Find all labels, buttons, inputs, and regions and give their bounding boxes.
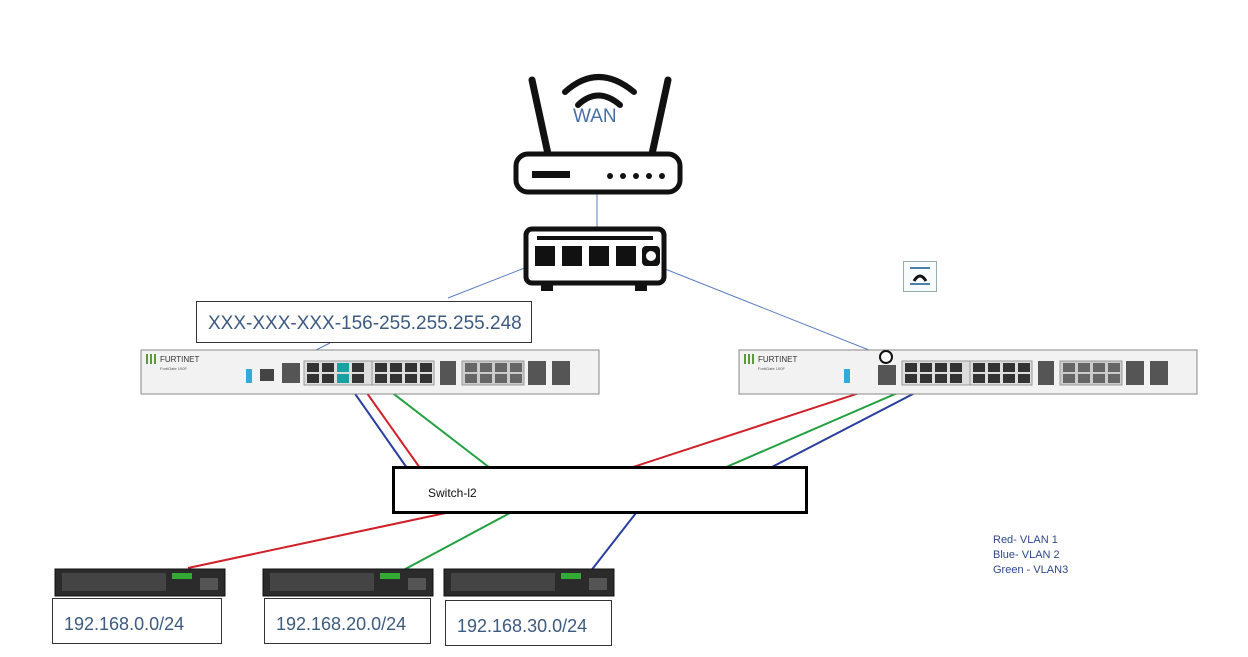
public-ip-label: XXX-XXX-XXX-156-255.255.255.248 bbox=[208, 313, 522, 334]
fortigate-firewall-icon: FURTINET FortiGate 100F bbox=[738, 349, 1198, 395]
access-switch-icon bbox=[54, 568, 226, 597]
subnet-label: 192.168.30.0/24 bbox=[457, 616, 588, 636]
model-label-right: FortiGate 100F bbox=[758, 366, 785, 371]
subnet-label: 192.168.20.0/24 bbox=[276, 614, 407, 634]
brand-label-right: FURTINET bbox=[758, 355, 798, 364]
vlan3-access bbox=[395, 512, 511, 575]
core-switch-box: Switch-l2 bbox=[392, 466, 808, 514]
wan-label: WAN bbox=[573, 106, 617, 127]
uplink-switch-to-right-firewall bbox=[654, 264, 885, 357]
port-block-1 bbox=[303, 360, 375, 386]
subnet-box-1: 192.168.0.0/24 bbox=[52, 598, 222, 644]
subnet-box-3: 192.168.30.0/24 bbox=[445, 600, 612, 646]
sfp-block bbox=[1059, 360, 1123, 386]
vlan-legend: Red- VLAN 1 Blue- VLAN 2 Green - VLAN3 bbox=[993, 533, 1068, 578]
sfp-block bbox=[461, 360, 525, 386]
brand-label-left: FURTINET bbox=[160, 355, 200, 364]
port-block-2 bbox=[371, 360, 435, 386]
core-switch-label: Switch-l2 bbox=[428, 486, 477, 500]
unmanaged-switch-icon bbox=[523, 226, 667, 291]
access-switch-icon bbox=[443, 568, 615, 597]
vlan2-right bbox=[769, 379, 941, 469]
router-icon bbox=[513, 74, 683, 195]
vlan2-access bbox=[589, 512, 637, 573]
access-switch-icon bbox=[262, 568, 434, 597]
wifi-icon bbox=[903, 261, 937, 292]
fortigate-firewall-icon: FURTINET FortiGate 100F bbox=[140, 349, 600, 395]
subnet-box-2: 192.168.20.0/24 bbox=[264, 598, 431, 644]
legend-item-red: Red- VLAN 1 bbox=[993, 534, 1058, 546]
subnet-label: 192.168.0.0/24 bbox=[64, 614, 185, 634]
port-block-1 bbox=[901, 360, 973, 386]
port-block-2 bbox=[969, 360, 1033, 386]
public-ip-box: XXX-XXX-XXX-156-255.255.255.248 bbox=[196, 301, 532, 343]
model-label-left: FortiGate 100F bbox=[160, 366, 187, 371]
vlan1-access bbox=[187, 510, 456, 569]
legend-item-green: Green - VLAN3 bbox=[993, 564, 1069, 576]
legend-item-blue: Blue- VLAN 2 bbox=[993, 549, 1060, 561]
